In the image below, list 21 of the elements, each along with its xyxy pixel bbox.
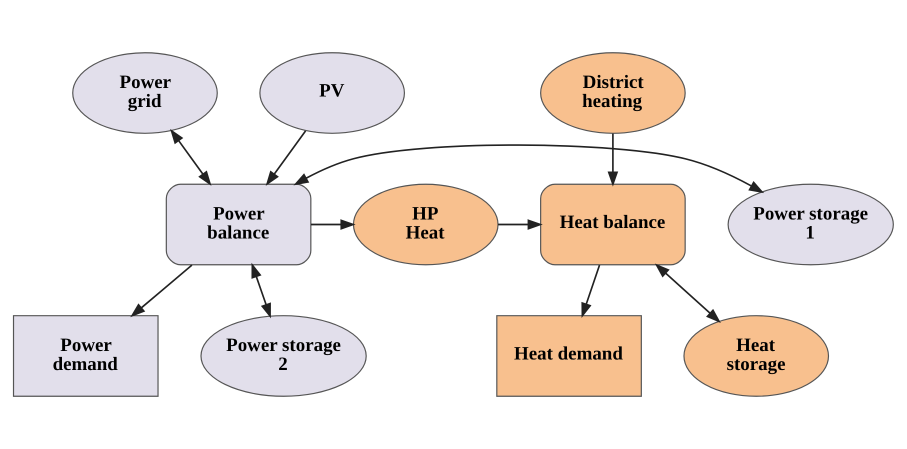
arrow	[170, 128, 212, 186]
node-ellipse: Heat storage	[683, 315, 830, 397]
node-box: Power demand	[12, 315, 159, 397]
node-ellipse: Power storage 2	[200, 315, 367, 397]
node-box: Heat balance	[540, 184, 686, 266]
arrow	[654, 263, 721, 323]
arrow	[581, 264, 600, 318]
node-ellipse: Power grid	[72, 52, 218, 134]
node-box: Heat demand	[496, 315, 642, 397]
arrow	[266, 130, 306, 186]
arrow	[310, 219, 356, 230]
node-ellipse: HP Heat	[352, 184, 499, 266]
arrow	[498, 219, 543, 230]
node-ellipse: PV	[259, 52, 406, 134]
arrow	[293, 144, 764, 194]
node-box: Power balance	[166, 184, 312, 266]
node-ellipse: District heating	[540, 52, 686, 134]
arrow	[608, 134, 618, 187]
arrow	[251, 262, 271, 318]
node-ellipse: Power storage 1	[728, 184, 894, 266]
arrow	[130, 264, 192, 318]
